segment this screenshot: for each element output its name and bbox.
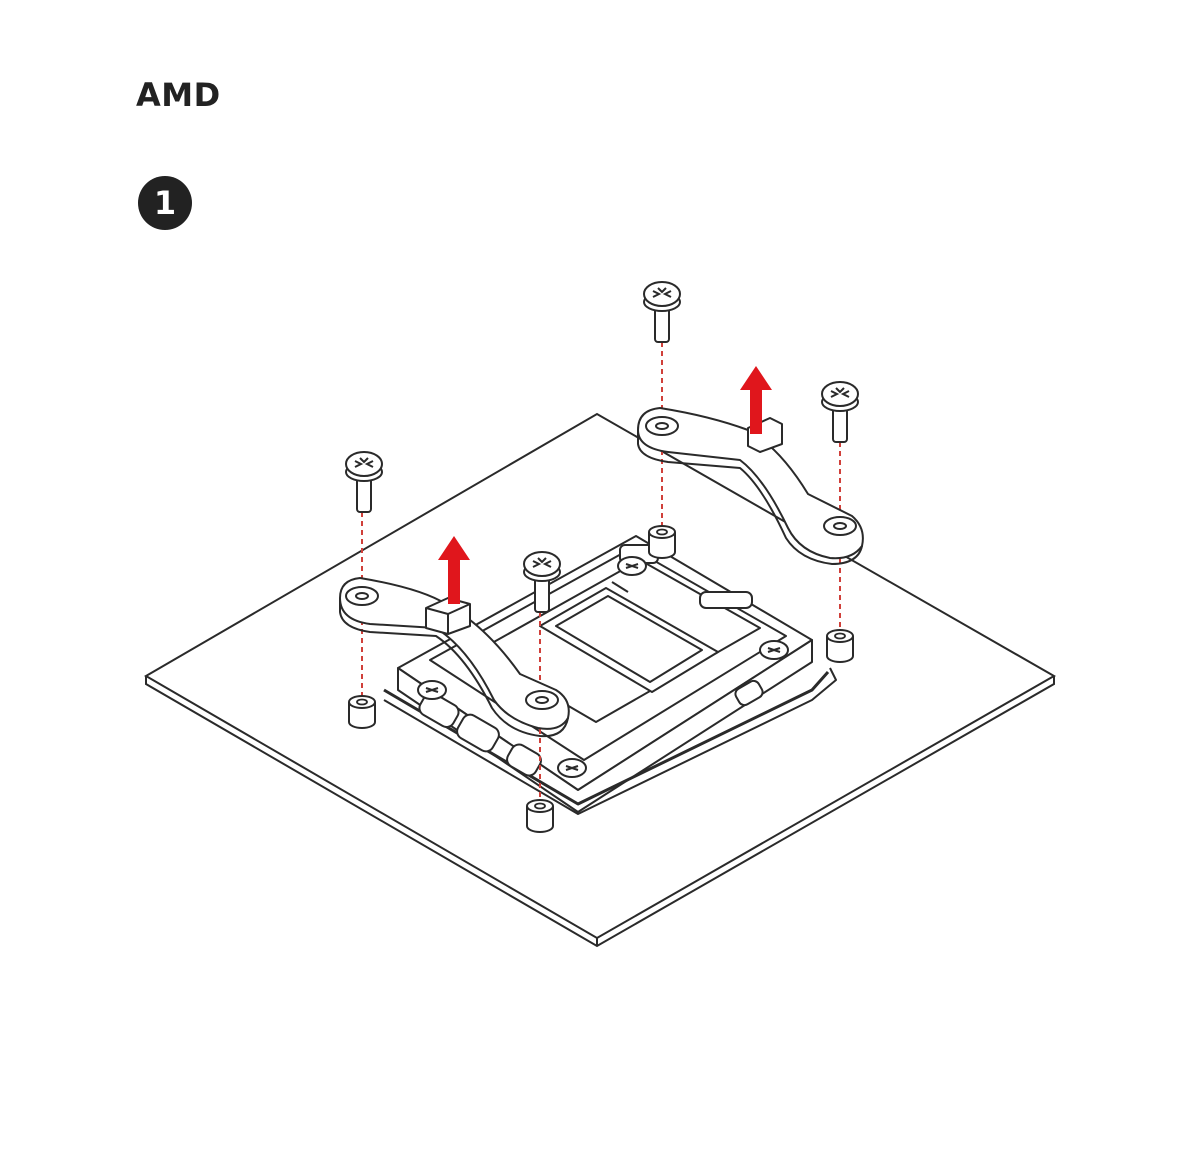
standoff-back-left [648, 525, 676, 559]
screw-back-left [643, 281, 681, 343]
step-number-badge: 1 [138, 176, 192, 230]
standoff-back-right [826, 629, 854, 663]
right-mounting-bracket [637, 407, 864, 565]
screw-front-left [345, 451, 383, 513]
page-title: AMD [136, 76, 221, 114]
standoff-front-right [526, 799, 554, 833]
standoff-front-left [348, 695, 376, 729]
screw-back-right [821, 381, 859, 443]
left-mounting-bracket [339, 577, 570, 738]
